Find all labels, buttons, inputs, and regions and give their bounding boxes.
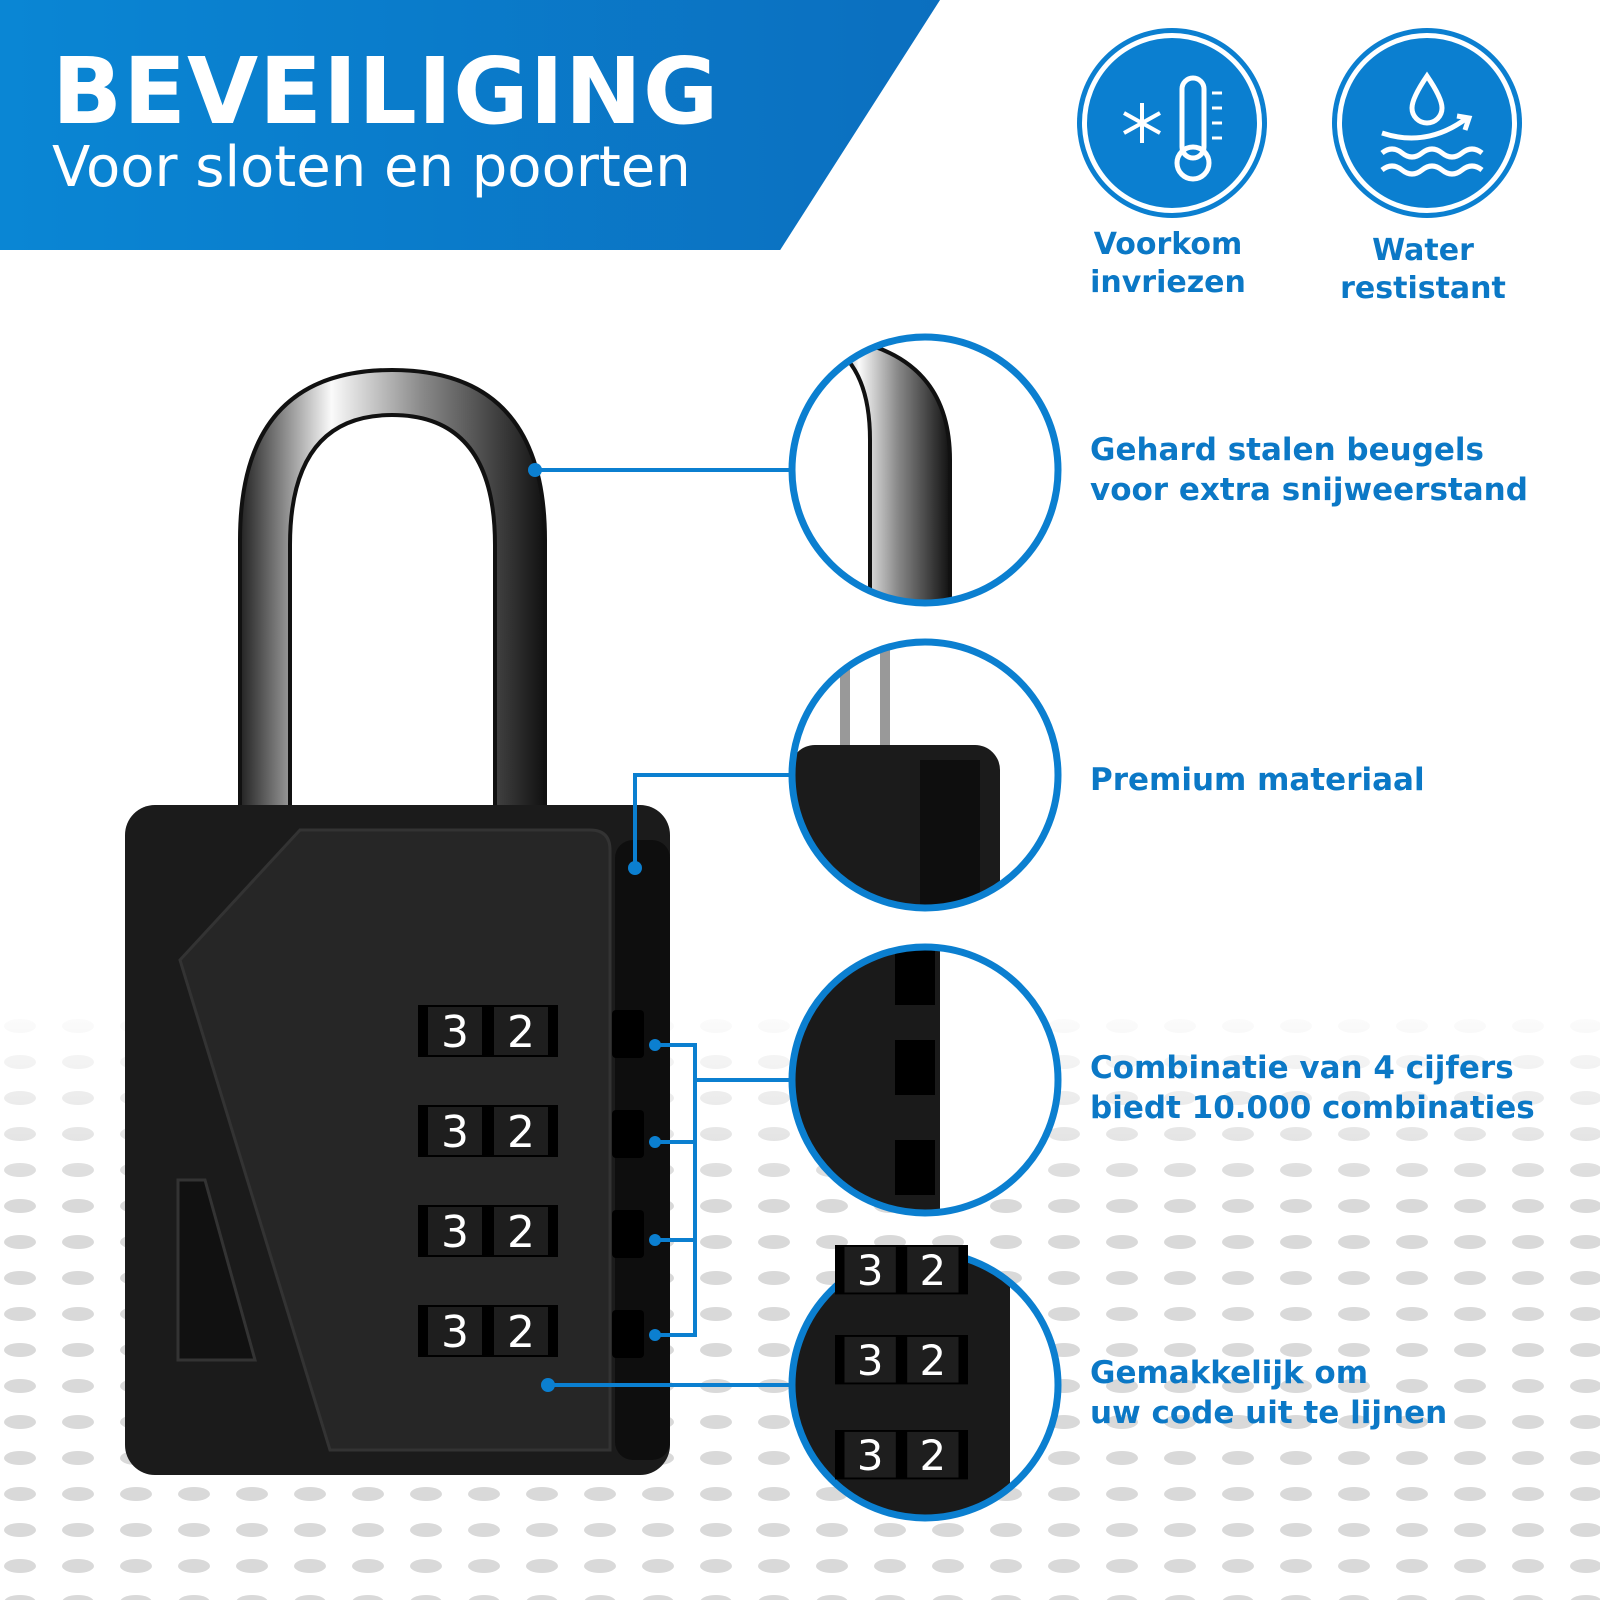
side-dial[interactable] [612, 1110, 644, 1158]
dial-digit[interactable]: 3 [441, 1307, 469, 1358]
padlock [125, 367, 670, 1475]
dial-digit[interactable]: 2 [920, 1246, 947, 1295]
callout-text: Premium materiaal [1090, 762, 1425, 798]
feature-label: Water [1372, 233, 1474, 268]
callout-align-code: Gemakkelijk om uw code uit te lijnen [1090, 1353, 1447, 1433]
dial-digit[interactable]: 2 [507, 1007, 535, 1058]
callout-text: voor extra snijweerstand [1090, 472, 1528, 508]
dial-digit[interactable]: 2 [920, 1336, 947, 1385]
side-dial[interactable] [612, 1310, 644, 1358]
header-banner [0, 0, 940, 250]
side-dial[interactable] [612, 1010, 644, 1058]
feature-label: invriezen [1090, 265, 1246, 300]
callout-text: Gemakkelijk om [1090, 1355, 1369, 1391]
callout-material: Premium materiaal [1090, 760, 1425, 800]
snowflake-thermometer-icon [1082, 33, 1262, 213]
zoom-ring-2 [788, 638, 1062, 912]
zoom-ring-3 [788, 943, 1062, 1217]
page-subtitle: Voor sloten en poorten [52, 135, 691, 200]
zoom-body-edge [793, 643, 1057, 907]
feature-label: Voorkom [1093, 227, 1243, 262]
dial-digit[interactable]: 3 [441, 1107, 469, 1158]
callout-text: Combinatie van 4 cijfers [1090, 1050, 1514, 1086]
dial-digit[interactable]: 3 [441, 1007, 469, 1058]
dial-digit[interactable]: 2 [507, 1207, 535, 1258]
callout-combination: Combinatie van 4 cijfers biedt 10.000 com… [1090, 1048, 1535, 1128]
side-dial[interactable] [612, 1210, 644, 1258]
callout-text: Gehard stalen beugels [1090, 432, 1485, 468]
dial-digit[interactable]: 3 [441, 1207, 469, 1258]
callout-shackle: Gehard stalen beugels voor extra snijweer… [1090, 430, 1528, 510]
callout-lines [535, 468, 790, 1387]
dial-digit[interactable]: 2 [507, 1107, 535, 1158]
water-drop-icon [1337, 33, 1517, 213]
dial-digit[interactable]: 3 [857, 1431, 884, 1480]
callout-text: biedt 10.000 combinaties [1090, 1090, 1535, 1126]
zoom-ring-1 [788, 333, 1062, 607]
dial-digit[interactable]: 3 [857, 1246, 884, 1295]
dial-digit[interactable]: 2 [507, 1307, 535, 1358]
feature-label: restistant [1340, 271, 1506, 306]
dial-digit[interactable]: 3 [857, 1336, 884, 1385]
callout-text: uw code uit te lijnen [1090, 1395, 1448, 1431]
dial-digit[interactable]: 2 [920, 1431, 947, 1480]
page-title: BEVEILIGING [52, 38, 720, 145]
